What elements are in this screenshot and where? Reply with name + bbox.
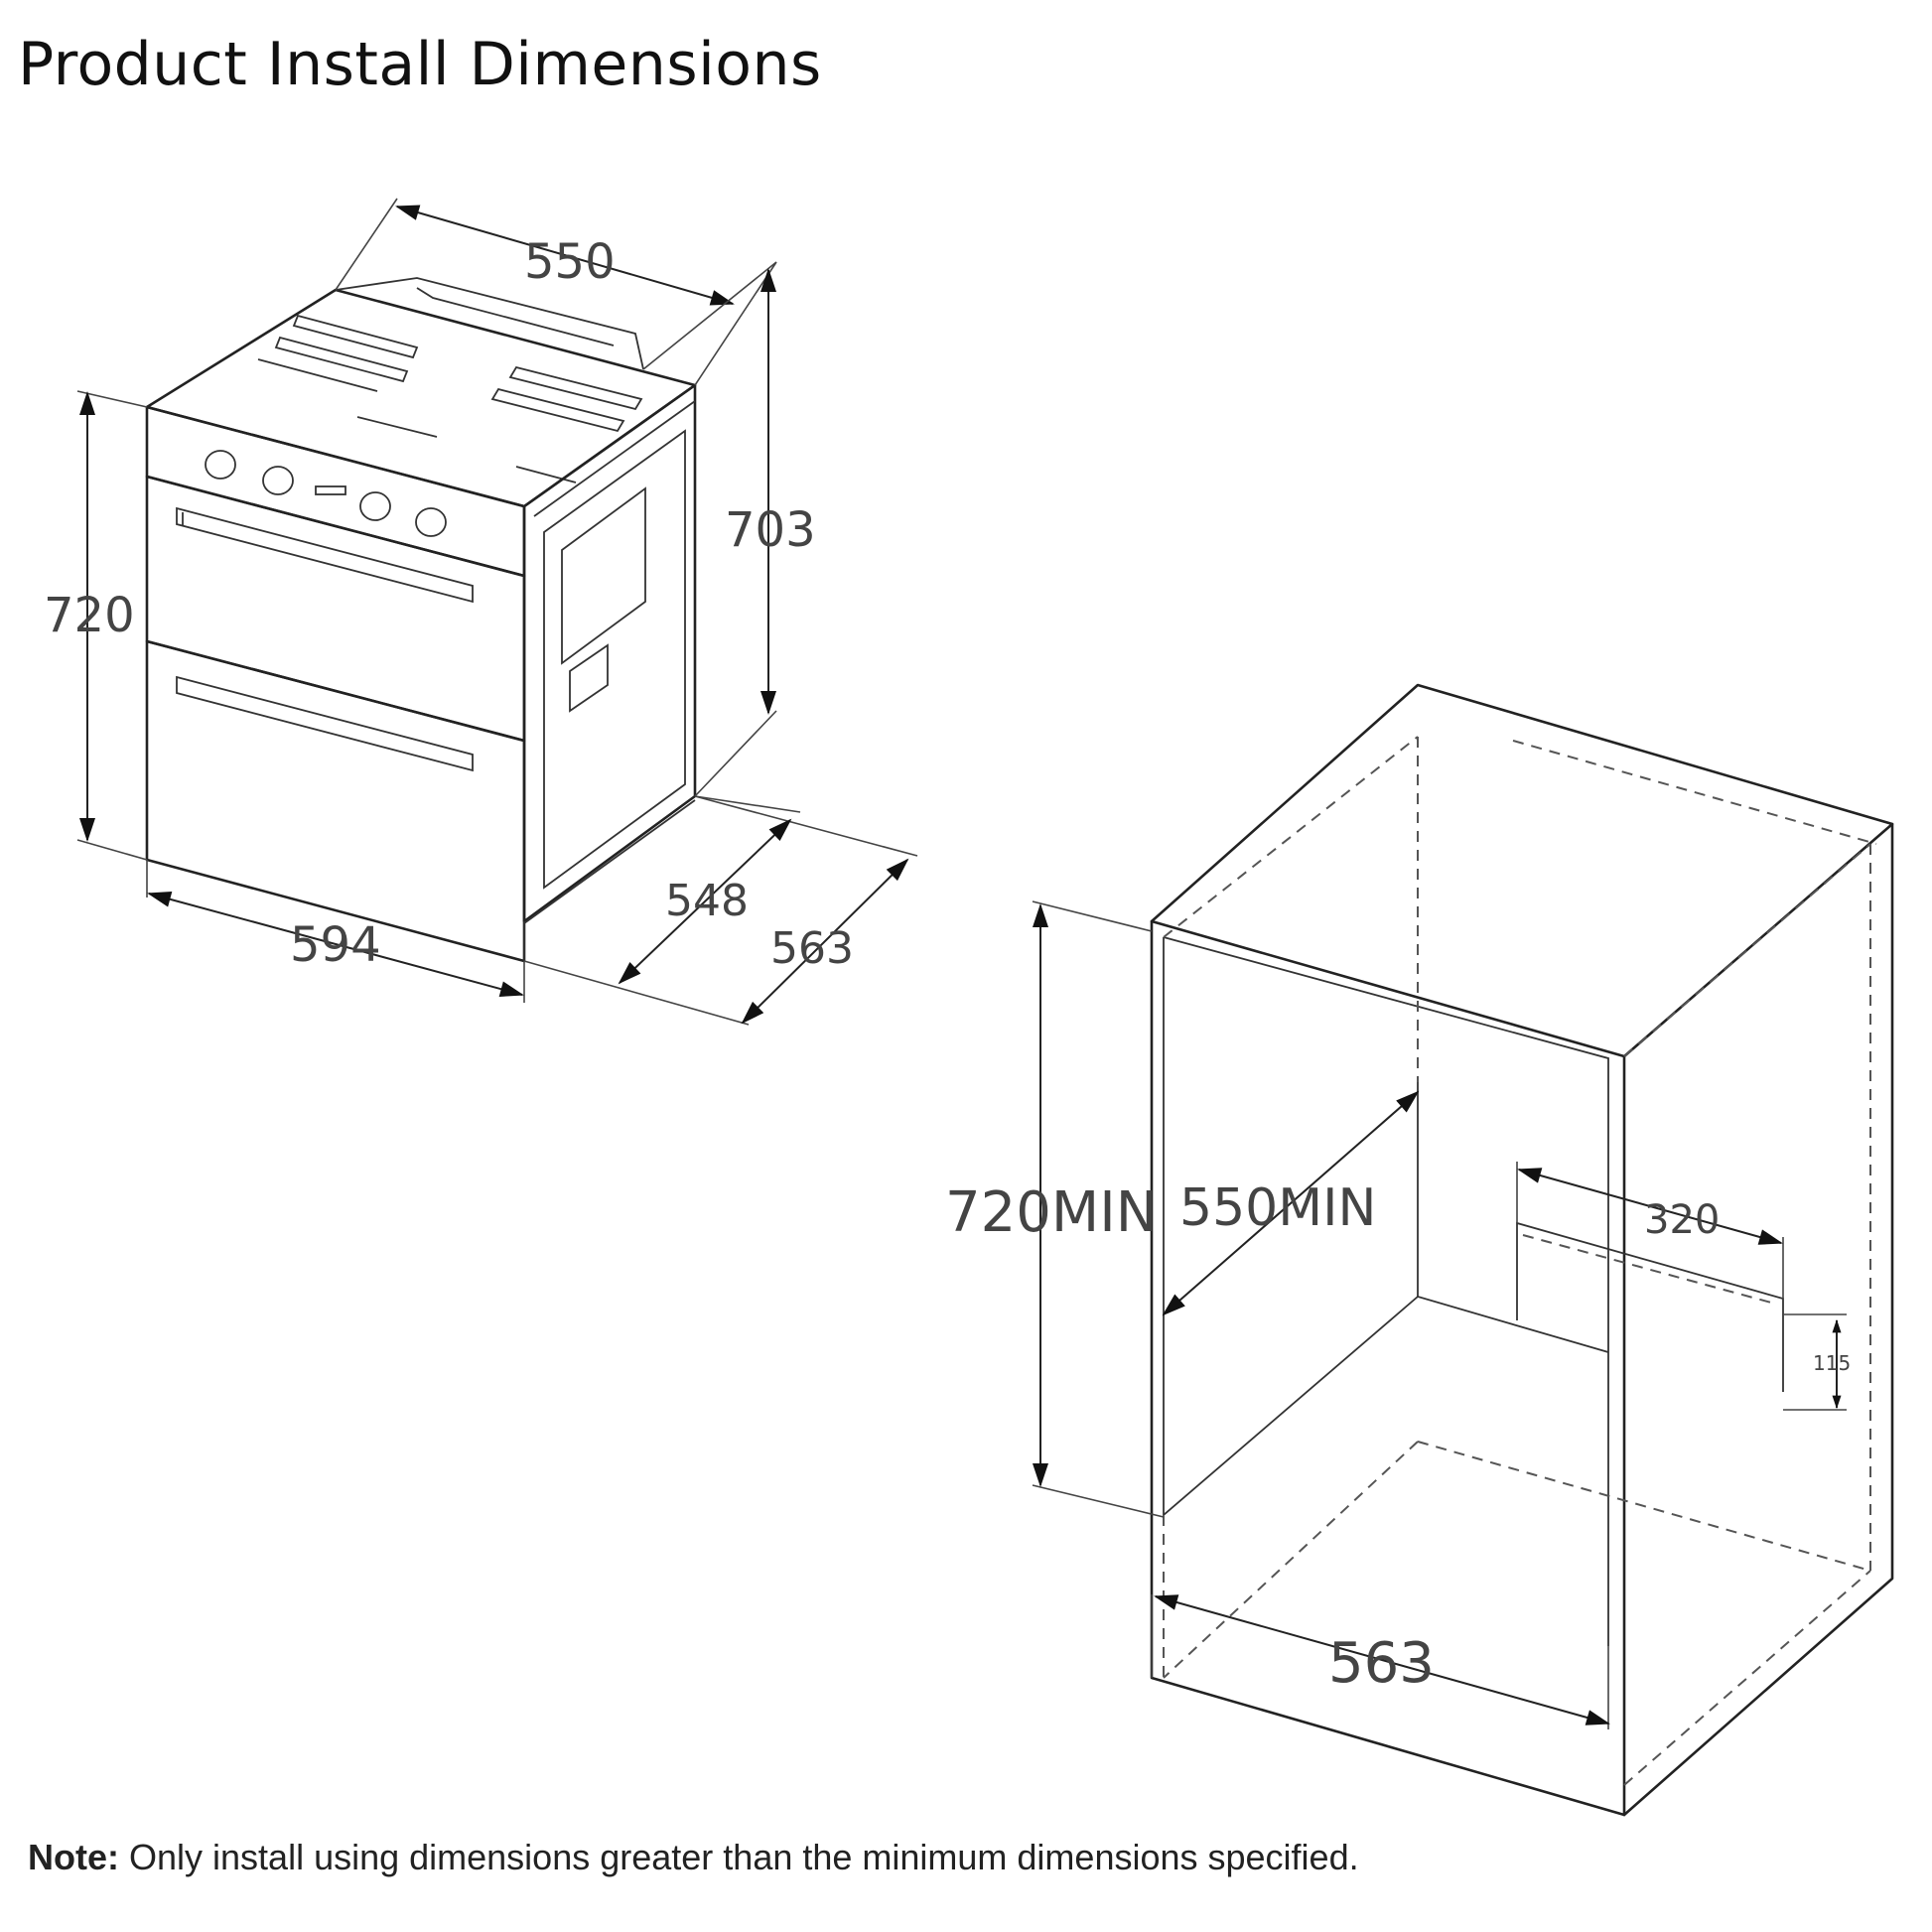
page-title: Product Install Dimensions	[18, 30, 822, 99]
note-text: Only install using dimensions greater th…	[119, 1837, 1359, 1877]
cutout-height-label: 115	[1813, 1351, 1851, 1375]
dim-line-base-depth-inner	[618, 818, 792, 985]
dim-line-base-depth-outer	[741, 858, 909, 1025]
control-knob-3	[359, 491, 391, 521]
oven-base-depth-inner-label: 548	[665, 876, 749, 926]
dim-line-cutout-width	[1517, 1168, 1783, 1245]
dim-line-front-width	[147, 892, 524, 997]
oven-display	[315, 485, 346, 495]
cabinet-cutout	[1516, 1221, 1784, 1392]
install-note: Note: Only install using dimensions grea…	[28, 1837, 1359, 1878]
control-knob-1	[205, 450, 236, 480]
cabinet-dimension-lines	[1032, 900, 1847, 1729]
dim-line-cabinet-width	[1154, 1594, 1610, 1725]
cabinet-width-label: 563	[1328, 1631, 1435, 1696]
note-label: Note:	[28, 1837, 119, 1877]
oven-front-width-label: 594	[290, 917, 381, 973]
oven-drawing	[145, 277, 697, 963]
cabinet-height-label: 720MIN	[945, 1180, 1158, 1245]
cabinet-side	[1622, 822, 1894, 1817]
cabinet-front	[1150, 919, 1626, 1817]
oven-side	[522, 383, 697, 923]
oven-top-depth-label: 550	[524, 234, 616, 290]
oven-lower-door	[145, 639, 526, 963]
dim-line-top-depth	[395, 205, 735, 306]
oven-dimension-lines	[76, 198, 918, 1026]
cutout-width-label: 320	[1644, 1197, 1720, 1243]
dim-line-cabinet-depth	[1162, 1090, 1420, 1316]
cabinet-depth-label: 550MIN	[1179, 1178, 1376, 1238]
cabinet-drawing	[1150, 683, 1894, 1817]
oven-top-surface	[145, 288, 697, 508]
oven-side-height-label: 703	[725, 502, 816, 558]
cabinet-top	[1150, 683, 1894, 1058]
control-knob-4	[415, 507, 447, 537]
oven-front-height-label: 720	[44, 588, 135, 643]
oven-base-depth-outer-label: 563	[770, 923, 854, 974]
control-knob-2	[262, 466, 294, 495]
lower-door-handle	[176, 675, 474, 772]
upper-door-handle	[176, 506, 474, 604]
